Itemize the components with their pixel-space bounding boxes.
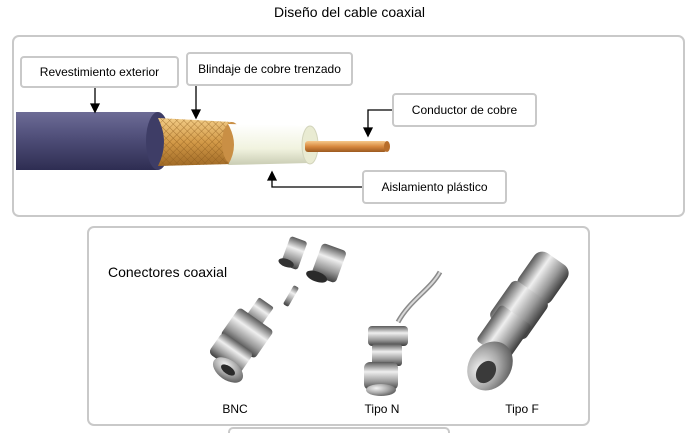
bnc-ferrule-large xyxy=(306,243,346,283)
bnc-caption: BNC xyxy=(222,402,248,416)
connectors-heading: Conectores coaxial xyxy=(108,264,228,280)
arrow-copper-conductor xyxy=(367,109,392,130)
arrow-head-plastic-insulation xyxy=(266,170,278,181)
bottom-edge-decoration xyxy=(228,427,450,433)
arrow-plastic-insulation xyxy=(271,178,362,188)
copper-conductor-label: Conductor de cobre xyxy=(392,93,537,127)
type-f-connector xyxy=(467,251,569,391)
braided-shield-label: Blindaje de cobre trenzado xyxy=(186,52,353,86)
bnc-pin xyxy=(283,285,299,307)
pointer-arrows xyxy=(89,86,392,188)
arrow-head-copper-conductor xyxy=(362,127,374,138)
outer-jacket-label: Revestimiento exterior xyxy=(20,56,179,88)
type-n-caption: Tipo N xyxy=(364,402,400,416)
plastic-insulation-label: Aislamiento plástico xyxy=(362,170,507,204)
arrow-head-outer-jacket xyxy=(89,103,101,114)
type-n-connector xyxy=(364,270,443,396)
diagram-title: Diseño del cable coaxial xyxy=(274,4,425,20)
plastic-insulation-shape xyxy=(228,124,319,165)
type-f-caption: Tipo F xyxy=(505,402,539,416)
outer-jacket-shape xyxy=(16,112,170,170)
arrow-head-braided-shield xyxy=(190,109,202,120)
bnc-ferrule-small xyxy=(278,236,307,270)
copper-conductor-shape xyxy=(305,141,390,152)
bnc-connector xyxy=(209,297,274,383)
